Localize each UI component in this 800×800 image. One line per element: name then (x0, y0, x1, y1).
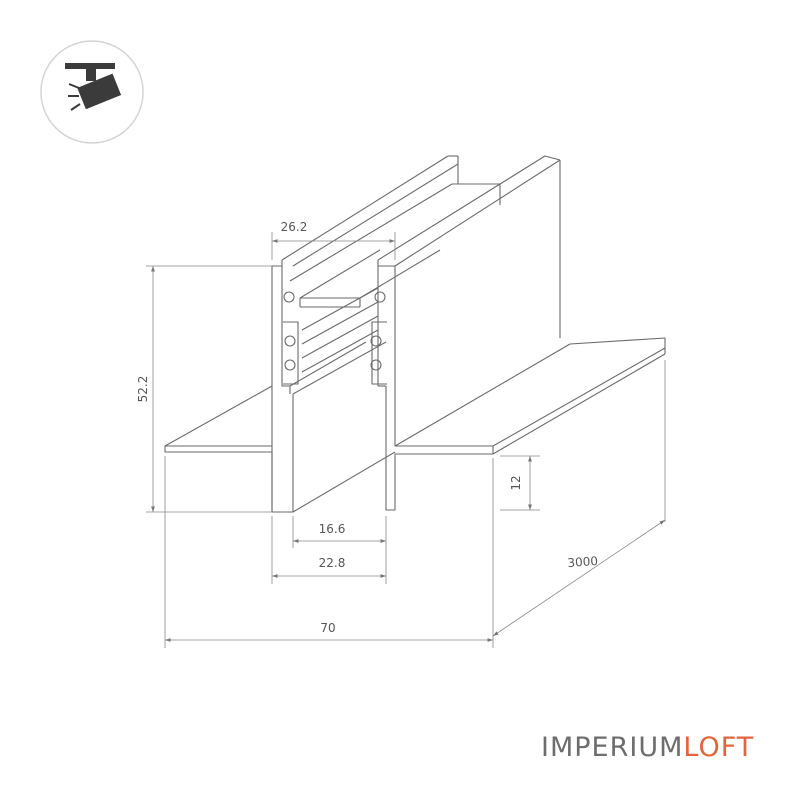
brand-logo-part1: IMPERIUM (541, 732, 684, 763)
track-spotlight-icon (40, 40, 144, 144)
brand-logo: IMPERIUMLOFT (541, 733, 754, 763)
dim-top-opening: 26.2 (281, 220, 308, 234)
dim-inner-width: 16.6 (319, 522, 346, 536)
dim-flange-height: 12 (509, 475, 523, 490)
dimension-lines (146, 232, 666, 648)
brand-logo-part2: LOFT (683, 732, 755, 763)
dim-height: 52.2 (136, 376, 150, 403)
dim-channel-width: 22.8 (319, 556, 346, 570)
dim-total-width: 70 (320, 621, 335, 635)
dim-length: 3000 (567, 554, 598, 570)
profile-body (164, 155, 666, 513)
